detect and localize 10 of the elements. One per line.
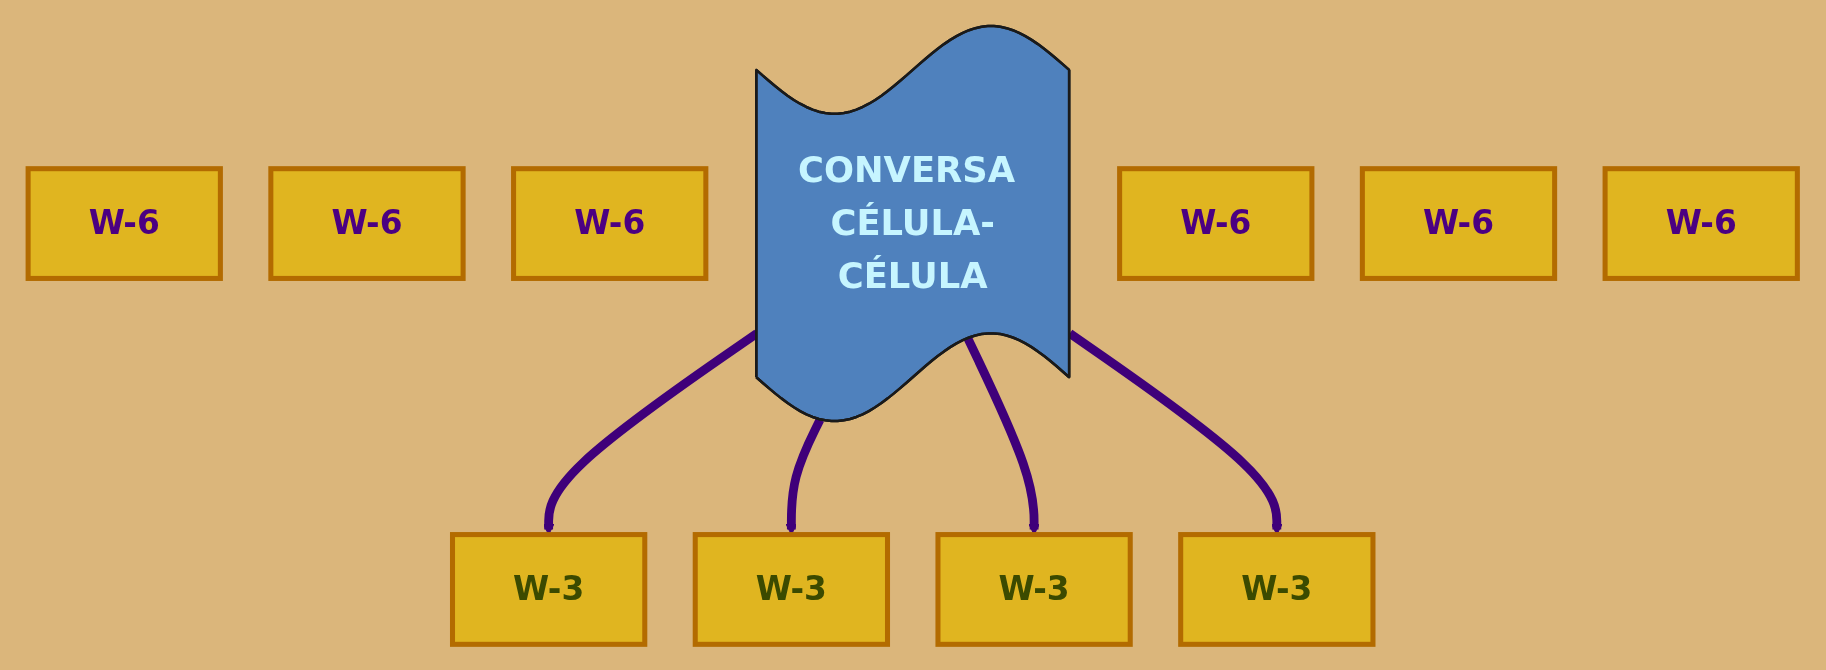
node-box: W-6: [25, 165, 224, 281]
node-box: W-6: [511, 165, 709, 281]
node-box: W-3: [450, 531, 648, 647]
node-box: W-6: [1360, 165, 1558, 281]
node-box: W-6: [1117, 165, 1315, 281]
node-box: W-3: [1178, 531, 1376, 647]
node-box: W-6: [1602, 165, 1801, 281]
node-box: W-3: [692, 531, 891, 647]
node-box: W-6: [268, 165, 466, 281]
node-box: W-3: [935, 531, 1134, 647]
